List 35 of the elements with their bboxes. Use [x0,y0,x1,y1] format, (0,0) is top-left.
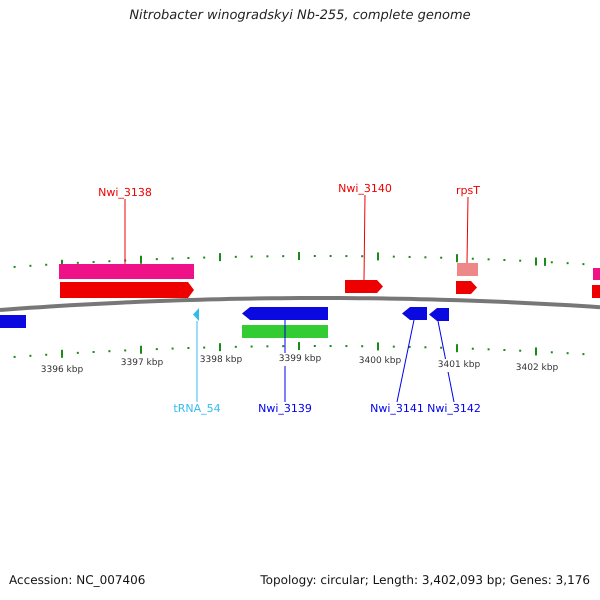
scale-label: 3399 kbp [278,353,322,366]
gene-label: Nwi_3138 [98,186,152,199]
gene-label: Nwi_3142 [427,402,481,415]
gene-label: Nwi_3140 [338,182,392,195]
gene-bar [242,325,328,338]
leader-line [196,320,198,402]
gene-feature [429,308,449,321]
gene-marker [193,308,199,321]
scale-label: 3401 kbp [438,359,480,372]
gene-bar [592,285,600,298]
scale-label: 3398 kbp [200,354,242,367]
gene-label: Nwi_3141 [370,402,424,415]
gene-feature [242,307,328,320]
gene-bar [593,268,600,280]
gene-feature [345,280,383,293]
leader-line [364,194,366,280]
gene-label: tRNA_54 [173,402,221,415]
footer-text: Accession: NC_007406 [9,574,146,587]
gene-bar [59,264,194,279]
gene-label: rpsT [456,184,480,197]
scale-label: 3396 kbp [40,364,84,377]
footer-text: Topology: circular; Length: 3,402,093 bp; Genes: 3,176 [260,574,590,587]
gene-bar [457,263,478,276]
scale-label: 3400 kbp [358,355,402,368]
scale-label: 3397 kbp [120,357,164,370]
scale-label: 3402 kbp [516,362,558,375]
gene-bar [0,315,26,328]
leader-line [466,196,468,264]
gene-feature [60,282,194,298]
gene-feature [456,281,477,294]
leader-line [124,198,126,264]
gene-feature [402,307,427,320]
leader-line [396,320,414,402]
gene-label: Nwi_3139 [258,402,312,415]
title: Nitrobacter winogradskyi Nb-255, complete genome [128,9,472,22]
